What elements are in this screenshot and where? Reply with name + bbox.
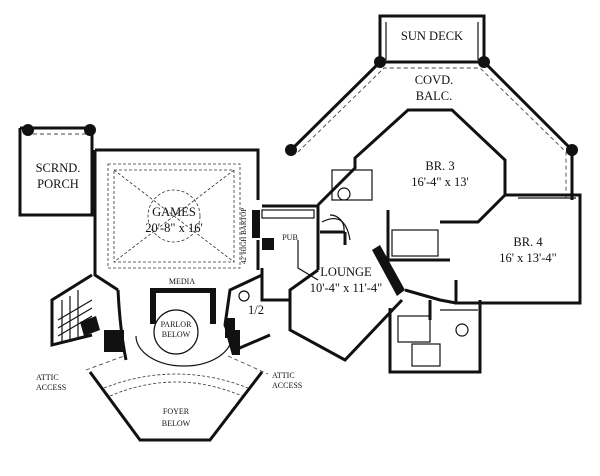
scrnd-porch-label-2: PORCH — [37, 177, 79, 191]
bedroom-3 — [316, 108, 507, 262]
attic-right-label-2: ACCESS — [272, 381, 302, 390]
games-size: 20'-8" x 16' — [145, 221, 203, 235]
pub-label: PUB — [282, 233, 298, 242]
attic-right-label-1: ATTIC — [272, 371, 295, 380]
lounge-name: LOUNGE — [320, 265, 372, 279]
lounge-size: 10'-4" x 11'-4" — [310, 281, 383, 295]
foyer-label-1: FOYER — [163, 407, 190, 416]
games-room — [93, 148, 260, 292]
br3-name: BR. 3 — [425, 159, 454, 173]
lounge — [288, 218, 405, 362]
media-label: MEDIA — [169, 277, 195, 286]
sun-deck — [378, 14, 486, 62]
attic-left-label-2: ACCESS — [36, 383, 66, 392]
bath-lower-right — [388, 300, 482, 374]
attic-left-label-1: ATTIC — [36, 373, 59, 382]
bedroom-4 — [454, 193, 582, 305]
parlor-label-2: BELOW — [162, 330, 191, 339]
bartop-label: 42"HIGH BARTOP — [240, 208, 248, 264]
br4-size: 16' x 13'-4" — [499, 251, 557, 265]
foyer — [85, 355, 269, 442]
games-name: GAMES — [152, 205, 196, 219]
sun-deck-label: SUN DECK — [401, 29, 463, 43]
covd-balc-label-1: COVD. — [415, 73, 454, 87]
br3-size: 16'-4" x 13' — [411, 175, 469, 189]
labels: SUN DECK COVD. BALC. BR. 3 16'-4" x 13' … — [36, 29, 557, 428]
covered-balcony — [285, 56, 578, 200]
screened-porch — [18, 124, 96, 217]
scrnd-porch-label-1: SCRND. — [36, 161, 81, 175]
parlor-label-1: PARLOR — [161, 320, 192, 329]
media-parlor — [104, 288, 235, 367]
stairs-left — [50, 273, 100, 347]
partition-walls — [260, 232, 457, 320]
half-bath-label: 1/2 — [248, 303, 264, 317]
br4-name: BR. 4 — [513, 235, 543, 249]
foyer-label-2: BELOW — [162, 419, 191, 428]
covd-balc-label-2: BALC. — [416, 89, 452, 103]
